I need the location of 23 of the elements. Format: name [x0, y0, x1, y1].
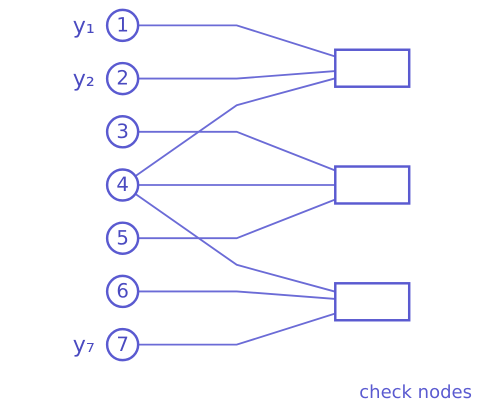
node-circle: 7 [106, 328, 140, 362]
connector [138, 184, 336, 186]
note-text: check nodes [359, 382, 472, 403]
node-circle: 5 [106, 221, 140, 255]
variable-label: y₂ [72, 66, 95, 92]
connector [138, 198, 336, 240]
node-box [334, 48, 410, 88]
node-circle: 3 [106, 115, 140, 149]
connector [138, 130, 336, 172]
connector [138, 24, 336, 58]
node-box [334, 282, 410, 322]
variable-label: y₁ [72, 12, 95, 39]
node-circle: 6 [106, 274, 140, 308]
node-circle: 4 [106, 168, 140, 202]
node-circle: 1 [106, 8, 140, 42]
node-box [334, 165, 410, 205]
connector [138, 290, 336, 300]
connector [138, 312, 336, 346]
connector [138, 70, 336, 80]
connector [134, 77, 336, 177]
node-circle: 2 [106, 62, 140, 96]
variable-label: y₇ [72, 332, 95, 358]
connector [134, 193, 336, 293]
